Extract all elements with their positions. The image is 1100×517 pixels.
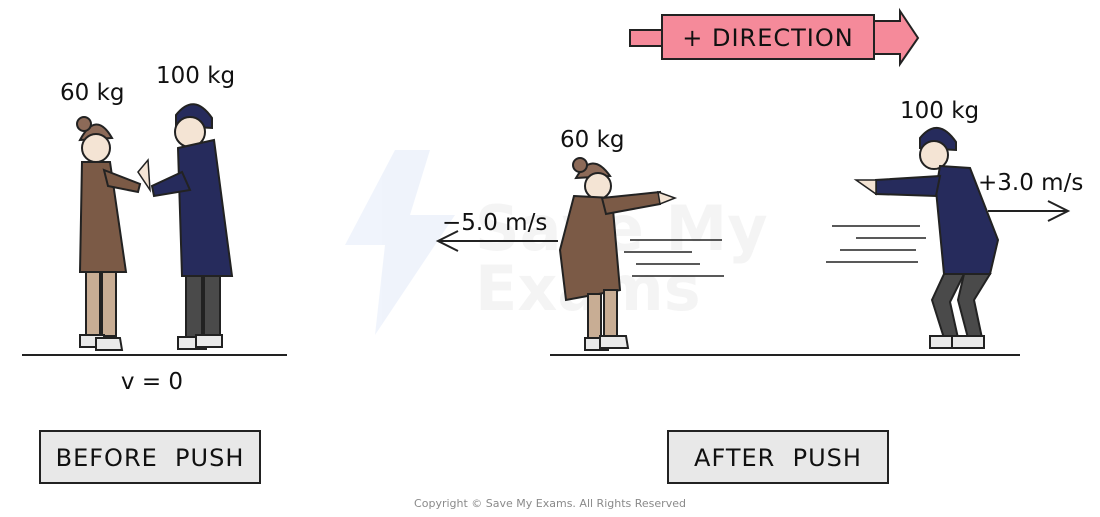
direction-label: + DIRECTION [682, 24, 853, 52]
motion-lines-left [624, 239, 724, 277]
velocity-label-before: v = 0 [121, 369, 183, 395]
skater-100kg-after [853, 127, 1000, 349]
mass-label-60kg-after: 60 kg [560, 127, 625, 153]
caption-box-before [39, 430, 261, 484]
caption-after: AFTER PUSH [694, 444, 862, 472]
direction-label-box [661, 14, 875, 60]
caption-box-after [667, 430, 889, 484]
velocity-arrow-left [435, 230, 558, 252]
motion-lines-right [826, 225, 926, 263]
mass-label-100kg-before: 100 kg [156, 63, 235, 89]
caption-before: BEFORE PUSH [56, 444, 245, 472]
velocity-label-left: −5.0 m/s [442, 210, 547, 236]
skater-60kg-after [558, 157, 678, 351]
skater-60kg-before [76, 116, 151, 351]
before-scene: 60 kg 100 kg v = 0 BEFORE PUSH [22, 63, 287, 484]
mass-label-100kg-after: 100 kg [900, 98, 979, 124]
velocity-arrow-right [988, 200, 1071, 222]
direction-arrow: + DIRECTION [629, 7, 920, 68]
mass-label-60kg-before: 60 kg [60, 80, 125, 106]
velocity-label-right: +3.0 m/s [978, 170, 1083, 196]
watermark: Save My Exams [345, 150, 768, 335]
copyright-text: Copyright © Save My Exams. All Rights Re… [414, 497, 686, 510]
skater-100kg-before [150, 103, 234, 350]
after-scene: 60 kg 100 kg −5.0 m/s +3.0 m/s AFTER PUS… [435, 98, 1083, 484]
